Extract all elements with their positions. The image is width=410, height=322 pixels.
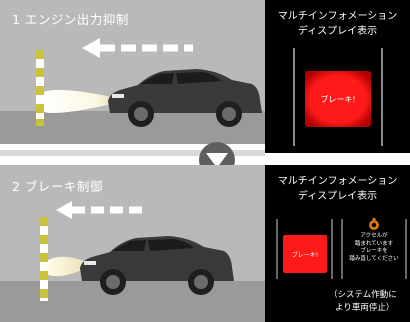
headlight-beam xyxy=(48,256,84,277)
brake-pedal-icon xyxy=(369,218,379,230)
display1-title-line1: マルチインフォメーション xyxy=(277,11,398,22)
brake-warning-box xyxy=(283,235,327,273)
step2-title: 2 ブレーキ制御 xyxy=(12,179,103,194)
brake-warning-text: ブレーキ! xyxy=(291,251,319,259)
brake-warning-box xyxy=(305,71,371,127)
display2-title-line1: マルチインフォメーション xyxy=(277,176,398,187)
system-note-line2: より車両停止） xyxy=(335,303,395,313)
step1-title: 1 エンジン出力抑制 xyxy=(12,12,129,27)
pedal-message-line3: ブレーキを xyxy=(360,248,388,254)
display1-screen xyxy=(293,48,383,146)
step1-panel: 1 エンジン出力抑制 xyxy=(0,0,265,144)
wall-pole xyxy=(36,50,44,126)
car xyxy=(108,69,262,127)
step2-panel: 2 ブレーキ制御 xyxy=(0,165,265,322)
pedal-message-line1: アクセルが xyxy=(360,233,388,239)
system-note-line1: （システム作動に xyxy=(329,290,397,300)
system-note: （システム作動に より車両停止） xyxy=(329,289,410,315)
step2-scene xyxy=(40,201,234,301)
display2-title-line2: ディスプレイ表示 xyxy=(297,191,378,202)
display2-screens xyxy=(276,218,407,279)
wall-pole xyxy=(40,217,48,301)
left-arrow-icon xyxy=(56,201,142,219)
car xyxy=(80,236,234,295)
headlight-beam xyxy=(44,89,112,113)
display1-panel: マルチインフォメーション ディスプレイ表示 ブレーキ! xyxy=(265,0,410,153)
display2-panel: マルチインフォメーション ディスプレイ表示 ブレーキ! アクセルが 踏まれていま… xyxy=(265,165,410,322)
brake-warning-text: ブレーキ! xyxy=(320,94,356,104)
transition-bar xyxy=(0,150,265,156)
pedal-message-line2: 踏まれています xyxy=(354,240,394,247)
display1-title-line2: ディスプレイ表示 xyxy=(297,26,378,37)
pedal-message-line4: 踏み直してください xyxy=(349,255,399,262)
left-arrow-icon xyxy=(82,38,193,58)
step1-scene xyxy=(36,38,262,127)
pedal-message: アクセルが 踏まれています ブレーキを 踏み直してください xyxy=(343,233,405,263)
